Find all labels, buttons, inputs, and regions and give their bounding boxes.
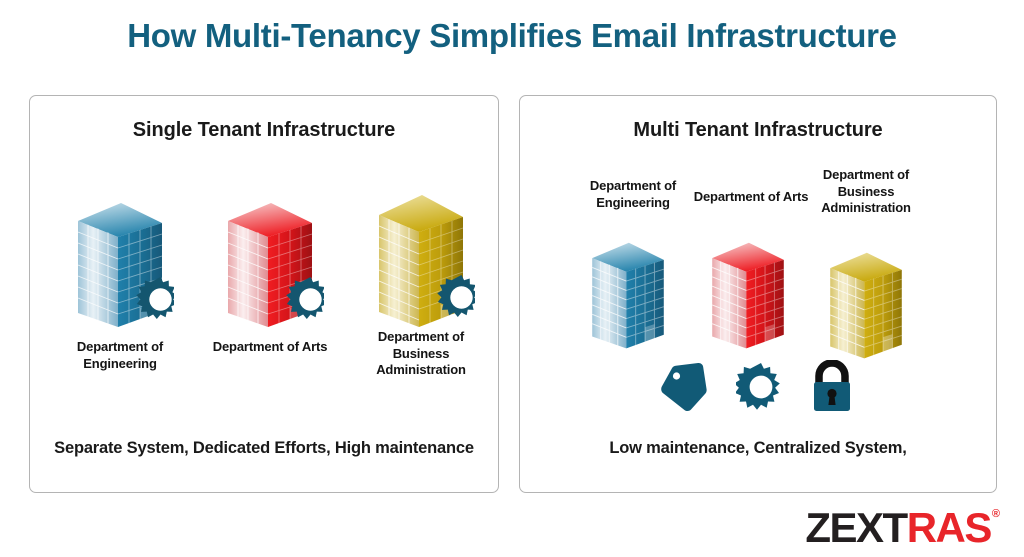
- panel-multi-caption: Low maintenance, Centralized System,: [609, 439, 907, 457]
- building-red-icon: [227, 203, 324, 327]
- logo-text-ras: RAS: [906, 504, 993, 551]
- panel-single-tenant: Single Tenant Infrastructure: [29, 95, 499, 493]
- lock-icon: [814, 360, 850, 411]
- building-blue-icon: [592, 242, 664, 349]
- dept-label-business-administration: Department of Business Administration: [376, 329, 466, 378]
- logo-registered-mark: ®: [991, 508, 1000, 520]
- panel-multi-title: Multi Tenant Infrastructure: [633, 119, 883, 141]
- multi-icon-row: [520, 360, 996, 414]
- building-red-icon: [712, 242, 784, 349]
- multi-dept-label-business-administration: Department of Business Administration: [821, 167, 911, 216]
- panel-single-title: Single Tenant Infrastructure: [132, 119, 396, 141]
- building-yellow-icon: [378, 195, 475, 327]
- building-blue-icon: [77, 203, 174, 327]
- gear-icon: [286, 277, 324, 319]
- building-group-business-administration: Department of Business Administration: [367, 189, 475, 377]
- multi-building-group-arts: [702, 238, 794, 360]
- tag-icon: [661, 362, 707, 412]
- multi-dept-label-engineering: Department of Engineering: [589, 178, 677, 210]
- building-group-engineering: Department of Engineering: [66, 199, 174, 371]
- multi-building-group-engineering: [582, 238, 674, 360]
- building-yellow-icon: [830, 252, 902, 359]
- multi-dept-label-arts: Department of Arts: [693, 189, 809, 204]
- dept-label-engineering: Department of Engineering: [76, 339, 164, 371]
- panel-multi-tenant: Multi Tenant Infrastructure Department o…: [519, 95, 997, 493]
- dept-label-arts: Department of Arts: [212, 339, 328, 354]
- building-group-arts: Department of Arts: [213, 199, 327, 354]
- gear-icon: [136, 277, 174, 319]
- gear-icon: [736, 363, 780, 410]
- page-title: How Multi-Tenancy Simplifies Email Infra…: [127, 17, 897, 54]
- logo-text-zext: ZEXT: [805, 504, 908, 551]
- panel-single-caption: Separate System, Dedicated Efforts, High…: [54, 439, 474, 457]
- multi-building-group-business-administration: [820, 248, 912, 370]
- gear-icon: [437, 275, 475, 317]
